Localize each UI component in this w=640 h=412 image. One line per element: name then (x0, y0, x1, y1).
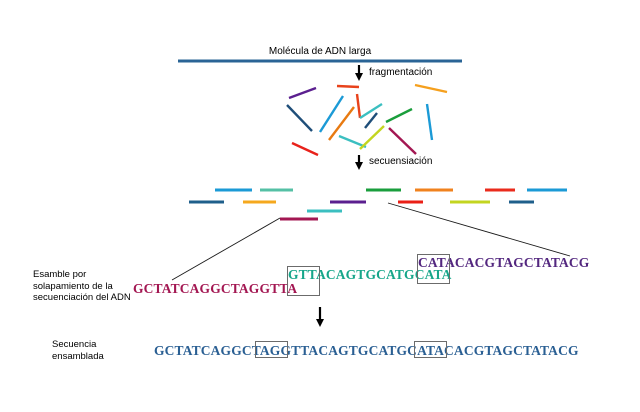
dna-fragment (414, 83, 448, 94)
assembly-by-overlap-label: Esamble por solapamiento de la secuencia… (33, 269, 131, 303)
dna-fragment (288, 86, 317, 100)
read-sequence-left: GCTATCAGGCTAGGTTA (133, 281, 298, 296)
dna-fragment (359, 102, 383, 120)
assembled-sequence-label: Secuencia ensamblada (52, 339, 104, 362)
dna-fragment (286, 104, 313, 132)
read-sequence-right: CATACACGTAGCTATACG (418, 255, 590, 270)
dna-fragment (328, 106, 355, 141)
dna-fragment (318, 95, 345, 133)
overlap-box-assembled-gtta (255, 341, 288, 358)
overlap-box-reads-cata (417, 254, 450, 284)
read-sequence-middle: GTTACAGTGCATGCATA (288, 267, 452, 282)
zoom-connector-line (171, 217, 281, 281)
dna-fragment (291, 141, 319, 157)
dna-fragment (425, 103, 434, 141)
diagram-title: Molécula de ADN larga (268, 46, 372, 57)
overlap-box-reads-gtta (287, 266, 320, 296)
process-arrows-group (316, 65, 363, 327)
dna-fragment (359, 125, 385, 150)
dna-fragments-group (286, 83, 448, 157)
dna-fragment (364, 112, 378, 129)
arrow-head (355, 162, 363, 170)
zoom-connector-line (387, 202, 571, 257)
fragmentation-step-label: fragmentación (369, 67, 433, 78)
arrow-head (316, 319, 324, 327)
dna-fragment (338, 134, 367, 149)
sequencing-step-label: secuensiación (369, 156, 433, 167)
dna-fragment (385, 107, 413, 124)
arrow-head (355, 73, 363, 81)
zoom-connector-lines (171, 202, 571, 281)
dna-fragment (388, 127, 417, 155)
sequencing-reads-group (189, 188, 567, 221)
assembled-sequence-text: GCTATCAGGCTAGGTTACAGTGCATGCATACACGTAGCTA… (154, 343, 579, 358)
dna-fragment (336, 84, 360, 89)
overlap-box-assembled-cata (414, 341, 447, 358)
dna-fragment (355, 93, 362, 119)
